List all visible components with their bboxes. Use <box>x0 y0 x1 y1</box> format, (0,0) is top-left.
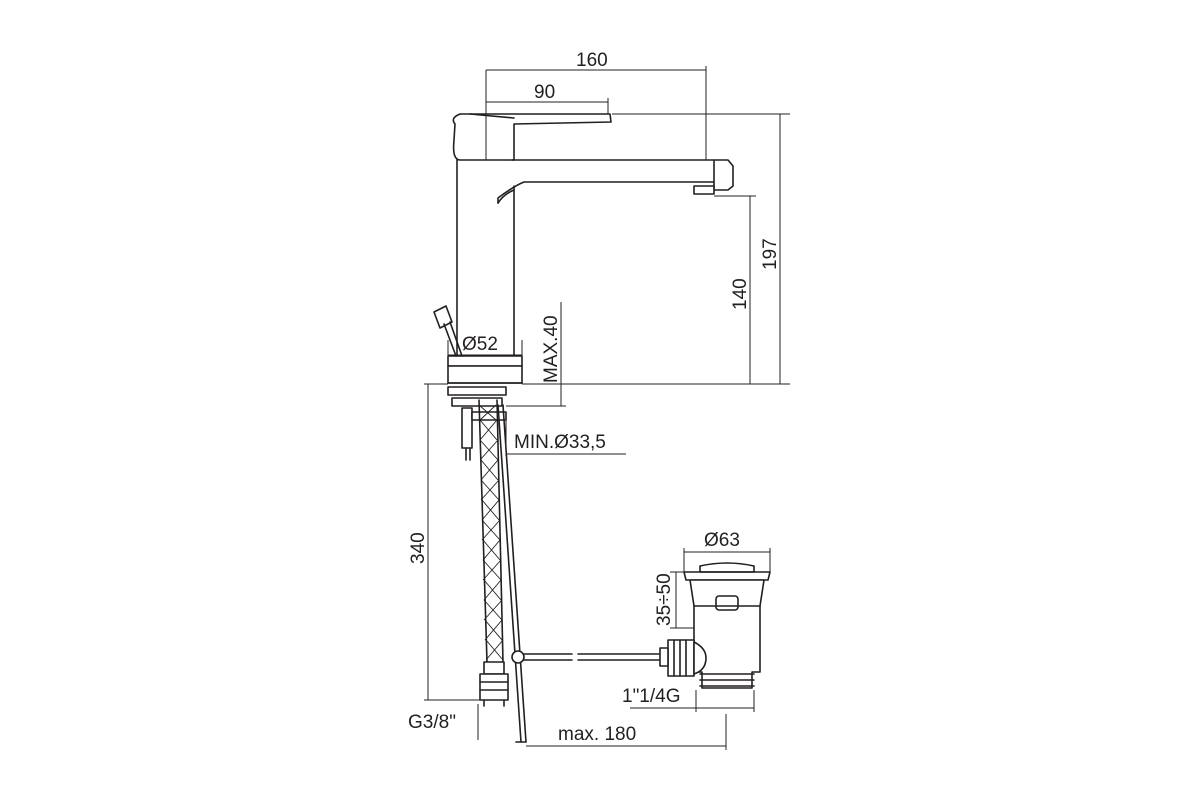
dimension-lines <box>424 66 790 750</box>
label-min-hole: MIN.Ø33,5 <box>514 432 606 453</box>
label-lever-length: 90 <box>534 82 555 103</box>
pop-up-waste <box>659 562 771 689</box>
label-max-deck: MAX.40 <box>541 315 562 383</box>
label-waste-thread: 1"1/4G <box>622 686 681 707</box>
faucet-body <box>433 113 734 461</box>
label-max-rod: max. 180 <box>558 724 636 745</box>
label-body-diameter: Ø52 <box>462 334 498 355</box>
label-waste-diameter: Ø63 <box>704 530 740 551</box>
label-hose-length: 340 <box>408 532 429 564</box>
flex-hose <box>478 399 509 707</box>
label-spout-height: 140 <box>730 278 751 310</box>
drain-rod <box>497 404 663 743</box>
label-connection-thread: G3/8" <box>408 712 456 733</box>
dimension-labels: 160 90 197 140 Ø52 MAX.40 MIN.Ø33,5 340 … <box>408 50 781 745</box>
label-waste-range: 35÷50 <box>654 573 675 626</box>
label-spout-reach: 160 <box>576 50 608 71</box>
label-total-height: 197 <box>760 238 781 270</box>
